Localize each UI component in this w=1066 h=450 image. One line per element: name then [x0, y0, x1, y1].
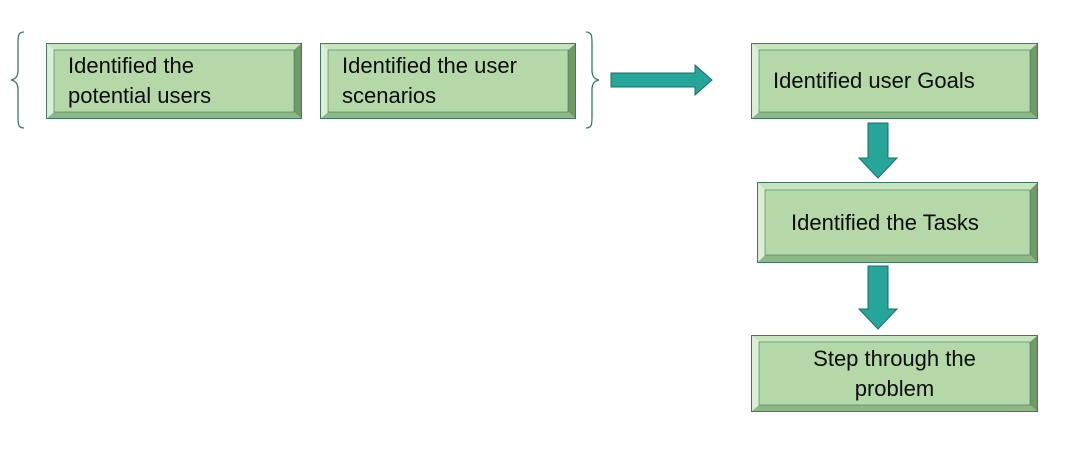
user-goals-label: Identified user Goals [773, 68, 975, 93]
left-brace [10, 31, 25, 129]
user-scenarios-line2: scenarios [342, 83, 437, 108]
user-scenarios-box: Identified the user scenarios [320, 43, 576, 119]
box-frame [751, 43, 1038, 119]
user-scenarios-line1: Identified the user [342, 53, 517, 78]
box-frame [320, 43, 576, 119]
step-through-box: Step through the problem [751, 335, 1038, 412]
step-through-line1: Step through the [813, 346, 976, 371]
right-brace [585, 31, 600, 129]
tasks-box: Identified the Tasks [757, 182, 1038, 263]
user-goals-box: Identified user Goals [751, 43, 1038, 119]
tasks-label: Identified the Tasks [791, 210, 979, 235]
step-through-label: Step through the problem [751, 344, 1038, 404]
potential-users-label: Identified the potential users [68, 51, 211, 111]
box-frame [751, 335, 1038, 412]
step-through-line2: problem [854, 376, 935, 401]
down-arrow-icon [857, 122, 899, 179]
box-frame [46, 43, 302, 119]
down-arrow-icon [857, 265, 899, 330]
user-scenarios-label: Identified the user scenarios [342, 51, 517, 111]
box-frame [757, 182, 1038, 263]
potential-users-line2: potential users [68, 83, 212, 108]
potential-users-line1: Identified the [68, 53, 194, 78]
potential-users-box: Identified the potential users [46, 43, 302, 119]
right-arrow-icon [610, 63, 713, 97]
